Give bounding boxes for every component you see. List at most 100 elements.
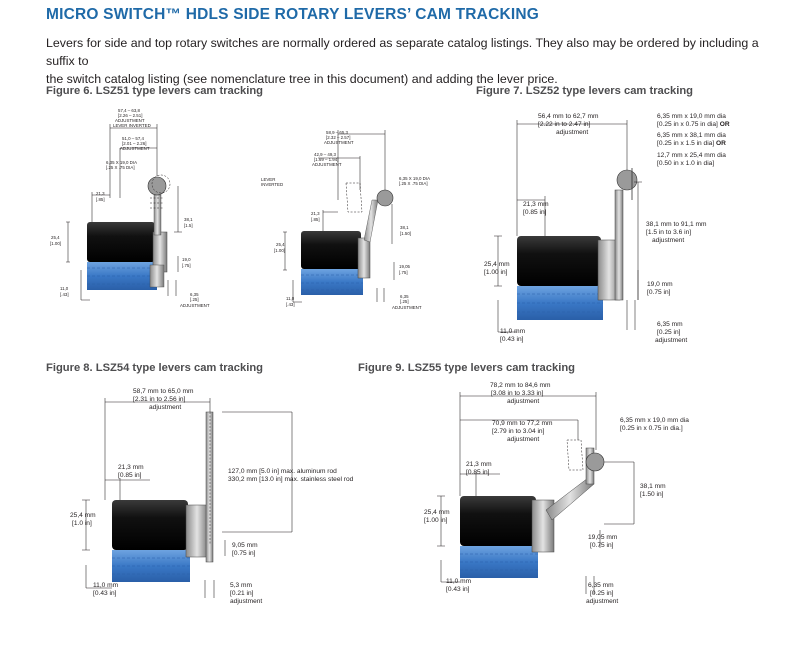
fig9-dim-b3: adjustment — [507, 436, 539, 443]
fig6b-dim-l1: 11,0 — [286, 296, 295, 301]
figure-7-drawing: 56,4 mm to 62,7 mm [2.22 in to 2.47 in] … — [484, 113, 730, 344]
fig7-dim-e2: [0.25 in] — [657, 329, 681, 336]
fig6-dim-e1: 6,35 — [190, 292, 199, 297]
fig6b-dim-s1: 19,05 — [399, 264, 411, 269]
fig6b-dim-b1: 42,9 – 49,3 — [314, 152, 337, 157]
roller — [616, 169, 638, 191]
fig8-dim-e2: [0.21 in] — [230, 590, 254, 597]
fig9-dim-b2: [2.79 in to 3.04 in] — [492, 428, 545, 435]
fig8-dim-r2: 330,2 mm [13.0 in] max. stainless steel … — [228, 476, 354, 483]
figure-8-drawing: 58,7 mm to 65,0 mm [2.31 in to 2.56 in] … — [70, 388, 354, 605]
fig6b-dim-a2: [2.32 – 2.57] — [326, 135, 350, 140]
fig6b-dim-e2: [.25] — [400, 299, 409, 304]
fig6b-dim-l2: [.43] — [286, 302, 295, 307]
fig6-dim-c2: [.25 X .75 DIA] — [106, 165, 135, 170]
fig9-dim-v1: 25,4 mm — [424, 509, 450, 516]
fig6-dim-h1: 21,3 — [96, 191, 105, 196]
fig7-dim-v2: [1.00 in] — [484, 269, 508, 276]
fig6b-dim-a1: 58,9 – 65,3 — [326, 130, 349, 135]
fig7-dim-w4: [0.25 in x 1.5 in dia] OR — [657, 140, 726, 147]
fig7-dim-e3: adjustment — [655, 337, 687, 344]
fig8-dim-h1: 21,3 mm — [118, 464, 144, 471]
lever-arm — [614, 189, 624, 301]
fig6-dim-h2: [.85] — [96, 197, 105, 202]
fig6-dim-c1: 6,35 X 19,0 DIA — [106, 160, 137, 165]
switch-body — [301, 231, 361, 269]
intro-paragraph: Levers for side and top rotary switches … — [46, 34, 786, 88]
fig6-dim-b2: [2.01 – 2.26] — [122, 141, 146, 146]
fig8-dim-s2: [0.75 in] — [232, 550, 256, 557]
intro-line-1: Levers for side and top rotary switches … — [46, 36, 759, 68]
fig7-dim-h2: [0.85 in] — [523, 209, 547, 216]
fig9-dim-a2: [3.08 in to 3.33 in] — [491, 390, 544, 397]
figure-6-caption: Figure 6. LSZ51 type levers cam tracking — [46, 85, 264, 97]
fig8-dim-v1: 25,4 mm — [70, 512, 96, 519]
fig8-dim-e1: 5,3 mm — [230, 582, 252, 589]
switch-body — [87, 222, 155, 262]
fig9-dim-r2: [1.50 in] — [640, 491, 664, 498]
fig7-dim-a2: [2.22 in to 2.47 in] — [538, 121, 591, 128]
lever-arm — [545, 477, 595, 521]
fig6b-inverted-2: INVERTED — [261, 182, 283, 187]
fig9-dim-l1: 11,0 mm — [446, 578, 472, 585]
fig7-dim-s1: 19,0 mm — [647, 281, 673, 288]
fig8-dim-r1: 127,0 mm [5.0 in] max. aluminum rod — [228, 468, 337, 475]
switch-base — [301, 269, 363, 295]
figure-6-drawing: 57,4 – 63,8 [2.26 – 2.51] ADJUSTMENT LEV… — [50, 108, 210, 308]
fig8-dim-v2: [1.0 in] — [72, 520, 92, 527]
fig6b-dim-a3: ADJUSTMENT — [324, 140, 354, 145]
figure-9-caption: Figure 9. LSZ55 type levers cam tracking — [358, 362, 576, 374]
lever-hub — [357, 237, 371, 279]
fig6-dim-l1: 11,0 — [60, 286, 69, 291]
fig7-dim-s2: [0.75 in] — [647, 289, 671, 296]
fig9-dim-a3: adjustment — [507, 398, 539, 405]
fig6b-dim-v2: [1.00] — [274, 248, 285, 253]
fig7-dim-l1: 11,0 mm — [500, 328, 526, 335]
fig8-dim-a2: [2.31 in to 2.56 in] — [133, 396, 186, 403]
fig6-dim-v2: [1.00] — [50, 241, 61, 246]
roller — [376, 189, 394, 207]
fig9-dim-h1: 21,3 mm — [466, 461, 492, 468]
fig9-dim-e3: adjustment — [586, 598, 618, 605]
fig7-dim-a1: 56,4 mm to 62,7 mm — [538, 113, 599, 120]
fig9-dim-a1: 78,2 mm to 84,6 mm — [490, 382, 551, 389]
fig6b-dim-b3: ADJUSTMENT — [312, 162, 342, 167]
intro-line-2: the switch catalog listing (see nomencla… — [46, 72, 558, 86]
fig9-dim-l2: [0.43 in] — [446, 586, 470, 593]
fig6b-dim-s2: [.75] — [399, 270, 408, 275]
fig6b-dim-v1: 25,4 — [276, 242, 285, 247]
fig6-dim-b3: ADJUSTMENT — [120, 146, 150, 151]
fig9-dim-e1: 6,35 mm — [588, 582, 614, 589]
fig6-dim-a3: ADJUSTMENT — [115, 118, 145, 123]
lever-arm — [153, 194, 162, 236]
fig7-dim-r1: 38,1 mm to 91,1 mm — [646, 221, 707, 228]
fig6-dim-r2: [1.5] — [184, 223, 193, 228]
fig6-dim-b1: 51,0 – 57,4 — [122, 136, 145, 141]
fig9-dim-s2: [0.75 in] — [590, 542, 614, 549]
figure-7-caption: Figure 7. LSZ52 type levers cam tracking — [476, 85, 694, 97]
fig6-dim-e2: [.25] — [190, 297, 199, 302]
fig7-dim-w2: [0.25 in x 0.75 in dia] OR — [657, 121, 730, 128]
fig6-dim-a2: [2.26 – 2.51] — [118, 113, 142, 118]
fig6b-dim-b2: [1.69 – 1.94] — [314, 157, 338, 162]
switch-body — [112, 500, 188, 550]
switch-body — [460, 496, 536, 546]
fig9-dim-w2: [0.25 in x 0.75 in dia.] — [620, 425, 683, 432]
fig7-dim-w1: 6,35 mm x 19,0 mm dia — [657, 113, 726, 120]
fig6b-dim-r2: [1.50] — [400, 231, 411, 236]
figure-8-caption: Figure 8. LSZ54 type levers cam tracking — [46, 362, 264, 374]
fig7-dim-e1: 6,35 mm — [657, 321, 683, 328]
fig6b-dim-h1: 21,3 — [311, 211, 320, 216]
fig8-dim-h2: [0.85 in] — [118, 472, 142, 479]
fig6b-dim-h2: [.85] — [311, 217, 320, 222]
figure-6b-drawing: 58,9 – 65,3 [2.32 – 2.57] ADJUSTMENT 42,… — [261, 130, 430, 310]
switch-body — [517, 236, 601, 286]
fig9-dim-e2: [0.25 in] — [590, 590, 614, 597]
fig6b-dim-e1: 6,35 — [400, 294, 409, 299]
fig8-dim-s1: 9,05 mm — [232, 542, 258, 549]
fig6b-dim-e3: ADJUSTMENT — [392, 305, 422, 310]
fig8-dim-l2: [0.43 in] — [93, 590, 117, 597]
fig6-dim-r1: 38,1 — [184, 217, 193, 222]
fig7-dim-w6: [0.50 in x 1.0 in dia] — [657, 160, 714, 167]
